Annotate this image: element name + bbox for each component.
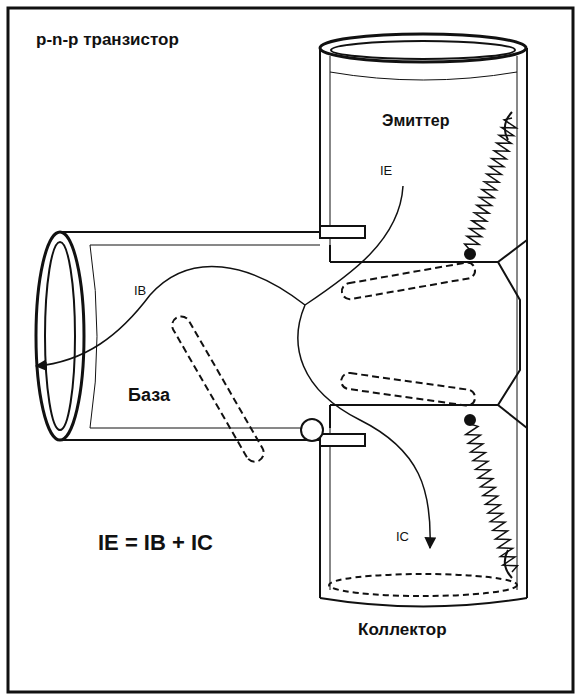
current-label: IE xyxy=(380,164,392,179)
part-name: База xyxy=(128,385,170,406)
current-label: IC xyxy=(396,530,409,545)
hinges xyxy=(301,112,512,578)
frame xyxy=(8,8,573,692)
valve-flaps xyxy=(169,261,476,465)
spring xyxy=(466,424,518,572)
current-flow xyxy=(36,186,430,548)
part-name: Эмиттер xyxy=(382,112,449,130)
part-name: Коллектор xyxy=(358,620,447,640)
equation: IE = IB + IC xyxy=(98,530,213,555)
base-chamber xyxy=(330,240,527,428)
diagram-title: p-n-p транзистор xyxy=(36,30,179,50)
springs xyxy=(465,118,518,572)
vertical-pipe xyxy=(320,34,527,607)
spring xyxy=(465,118,517,250)
current-label: IB xyxy=(134,284,146,299)
horizontal-pipe xyxy=(36,226,365,446)
